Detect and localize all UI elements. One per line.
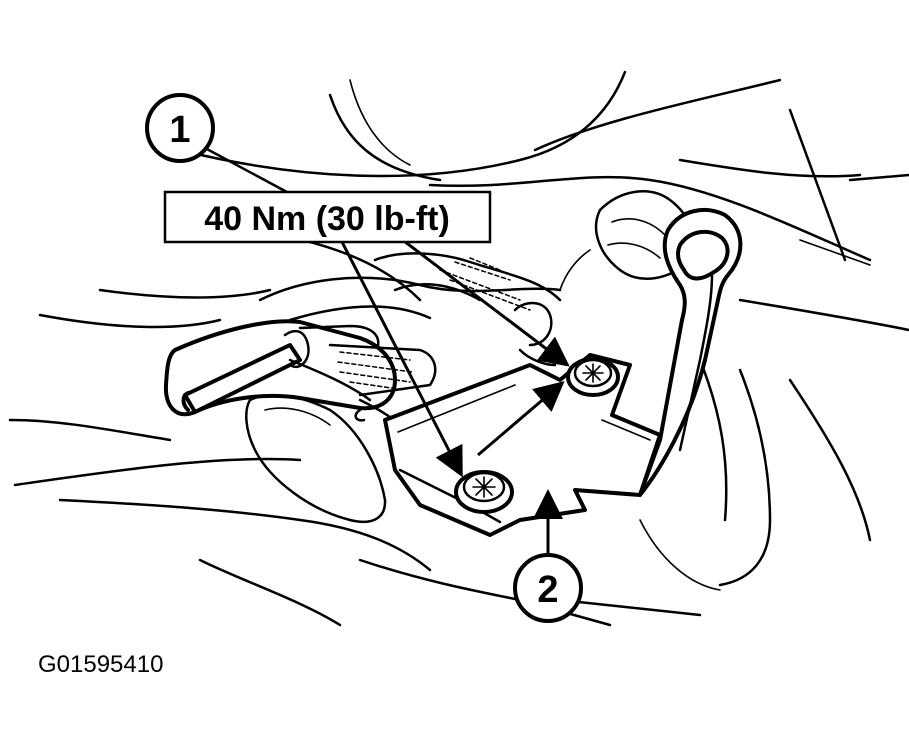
bolt-upper xyxy=(566,357,620,397)
bolt-lower xyxy=(454,470,514,514)
brake-handle xyxy=(163,319,437,442)
leader-callout-1 xyxy=(204,146,299,200)
figure-id-label: G01595410 xyxy=(38,651,163,678)
callout-1-number: 1 xyxy=(169,109,190,151)
leader-bracket-inner xyxy=(477,381,565,457)
leader-torque-upper xyxy=(399,236,570,367)
leader-lines xyxy=(204,146,570,560)
mounting-bracket xyxy=(383,208,743,537)
torque-spec-box: 40 Nm (30 lb-ft) xyxy=(163,190,492,244)
callout-2: 2 xyxy=(513,553,583,623)
callout-2-number: 2 xyxy=(537,569,558,611)
callout-1: 1 xyxy=(145,93,215,163)
floor-outline xyxy=(8,70,909,627)
torque-spec-label: 40 Nm (30 lb-ft) xyxy=(204,200,450,238)
leader-torque-lower xyxy=(338,237,463,478)
